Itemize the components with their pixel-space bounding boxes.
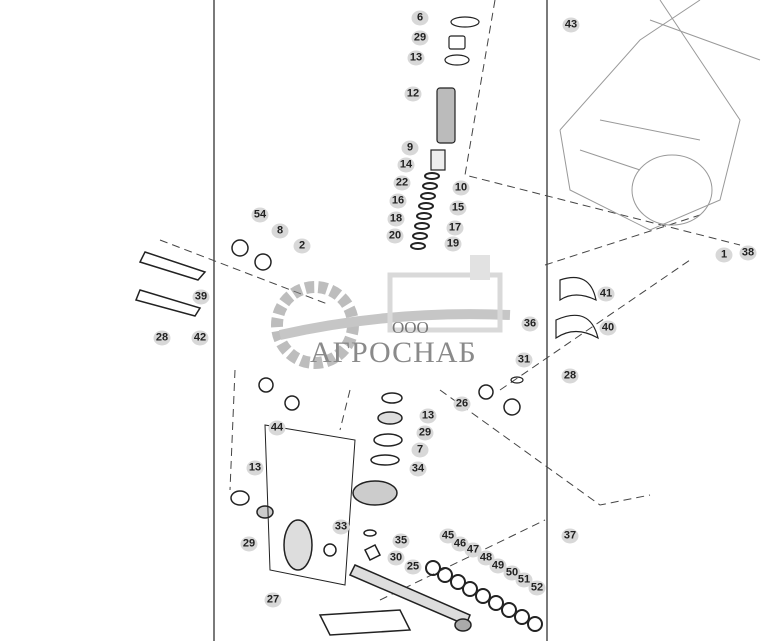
part-callout: 2 bbox=[293, 238, 311, 254]
agrosnab-logo bbox=[271, 255, 511, 369]
part-callout: 7 bbox=[411, 442, 429, 458]
part-callout: 40 bbox=[599, 320, 617, 336]
part-callout: 26 bbox=[453, 396, 471, 412]
part-callout: 34 bbox=[409, 461, 427, 477]
part-callout: 20 bbox=[386, 228, 404, 244]
part-callout: 44 bbox=[268, 420, 286, 436]
part-callout: 10 bbox=[452, 180, 470, 196]
right-parts bbox=[510, 276, 599, 384]
part-callout: 19 bbox=[444, 236, 462, 252]
left-parts bbox=[134, 239, 356, 586]
watermark-name: АГРОСНАБ bbox=[310, 336, 477, 369]
part-callout: 42 bbox=[191, 330, 209, 346]
part-callout: 16 bbox=[389, 193, 407, 209]
part-callout: 17 bbox=[446, 220, 464, 236]
part-callout: 25 bbox=[404, 559, 422, 575]
part-callout: 36 bbox=[521, 316, 539, 332]
part-callout: 51 bbox=[515, 572, 533, 588]
part-callout: 37 bbox=[561, 528, 579, 544]
part-callout: 13 bbox=[246, 460, 264, 476]
part-callout: 46 bbox=[451, 536, 469, 552]
part-callout: 9 bbox=[401, 140, 419, 156]
part-callout: 33 bbox=[332, 519, 350, 535]
shaft-assembly bbox=[410, 16, 480, 250]
part-callout: 54 bbox=[251, 207, 269, 223]
part-callout: 18 bbox=[387, 211, 405, 227]
center-parts bbox=[318, 384, 543, 636]
part-callout: 41 bbox=[597, 286, 615, 302]
part-callout: 31 bbox=[515, 352, 533, 368]
part-callout: 14 bbox=[397, 157, 415, 173]
part-callout: 49 bbox=[489, 558, 507, 574]
part-callout: 35 bbox=[392, 533, 410, 549]
part-callout: 12 bbox=[404, 86, 422, 102]
part-callout: 13 bbox=[419, 408, 437, 424]
part-callout: 22 bbox=[393, 175, 411, 191]
part-callout: 39 bbox=[192, 289, 210, 305]
part-callout: 28 bbox=[153, 330, 171, 346]
part-callout: 8 bbox=[271, 223, 289, 239]
part-callout: 29 bbox=[416, 425, 434, 441]
part-callout: 15 bbox=[449, 200, 467, 216]
part-callout: 30 bbox=[387, 550, 405, 566]
part-callout: 13 bbox=[407, 50, 425, 66]
part-callout: 29 bbox=[240, 536, 258, 552]
housing-outline bbox=[559, 0, 761, 231]
part-callout: 43 bbox=[562, 17, 580, 33]
part-callout: 6 bbox=[411, 10, 429, 26]
part-callout: 52 bbox=[528, 580, 546, 596]
part-callout: 47 bbox=[464, 542, 482, 558]
part-callout: 28 bbox=[561, 368, 579, 384]
part-callout: 29 bbox=[411, 30, 429, 46]
dashed-guides bbox=[159, 0, 741, 601]
part-callout: 27 bbox=[264, 592, 282, 608]
part-callout: 38 bbox=[739, 245, 757, 261]
watermark-prefix: ООО bbox=[392, 318, 429, 337]
part-callout: 1 bbox=[715, 247, 733, 263]
